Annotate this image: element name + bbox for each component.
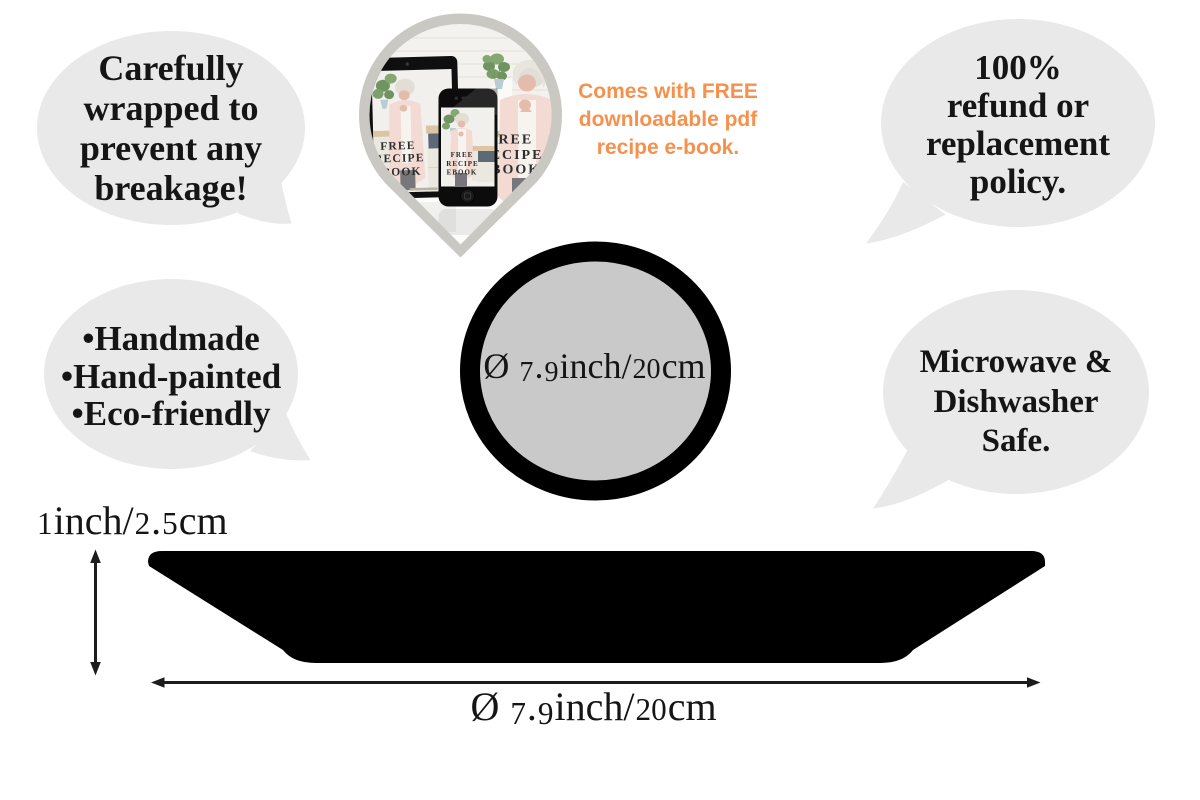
svg-text:EBOOK: EBOOK: [447, 169, 478, 177]
svg-text:FREE: FREE: [380, 140, 416, 153]
svg-text:RECIPE: RECIPE: [446, 160, 478, 168]
svg-text:RECIPE: RECIPE: [374, 152, 425, 165]
svg-text:FREE: FREE: [488, 133, 533, 148]
svg-text:FREE: FREE: [451, 151, 474, 159]
